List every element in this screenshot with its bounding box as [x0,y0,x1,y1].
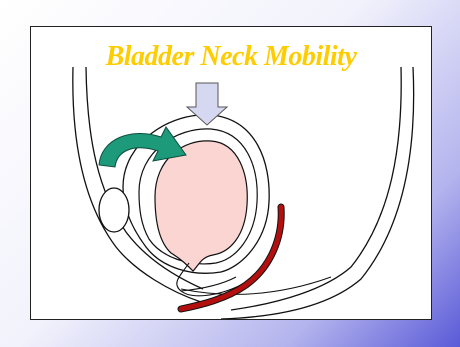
diagram-panel: Bladder Neck Mobility [30,26,432,320]
slide-title: Bladder Neck Mobility [31,41,431,73]
pubic-bone [99,188,129,232]
